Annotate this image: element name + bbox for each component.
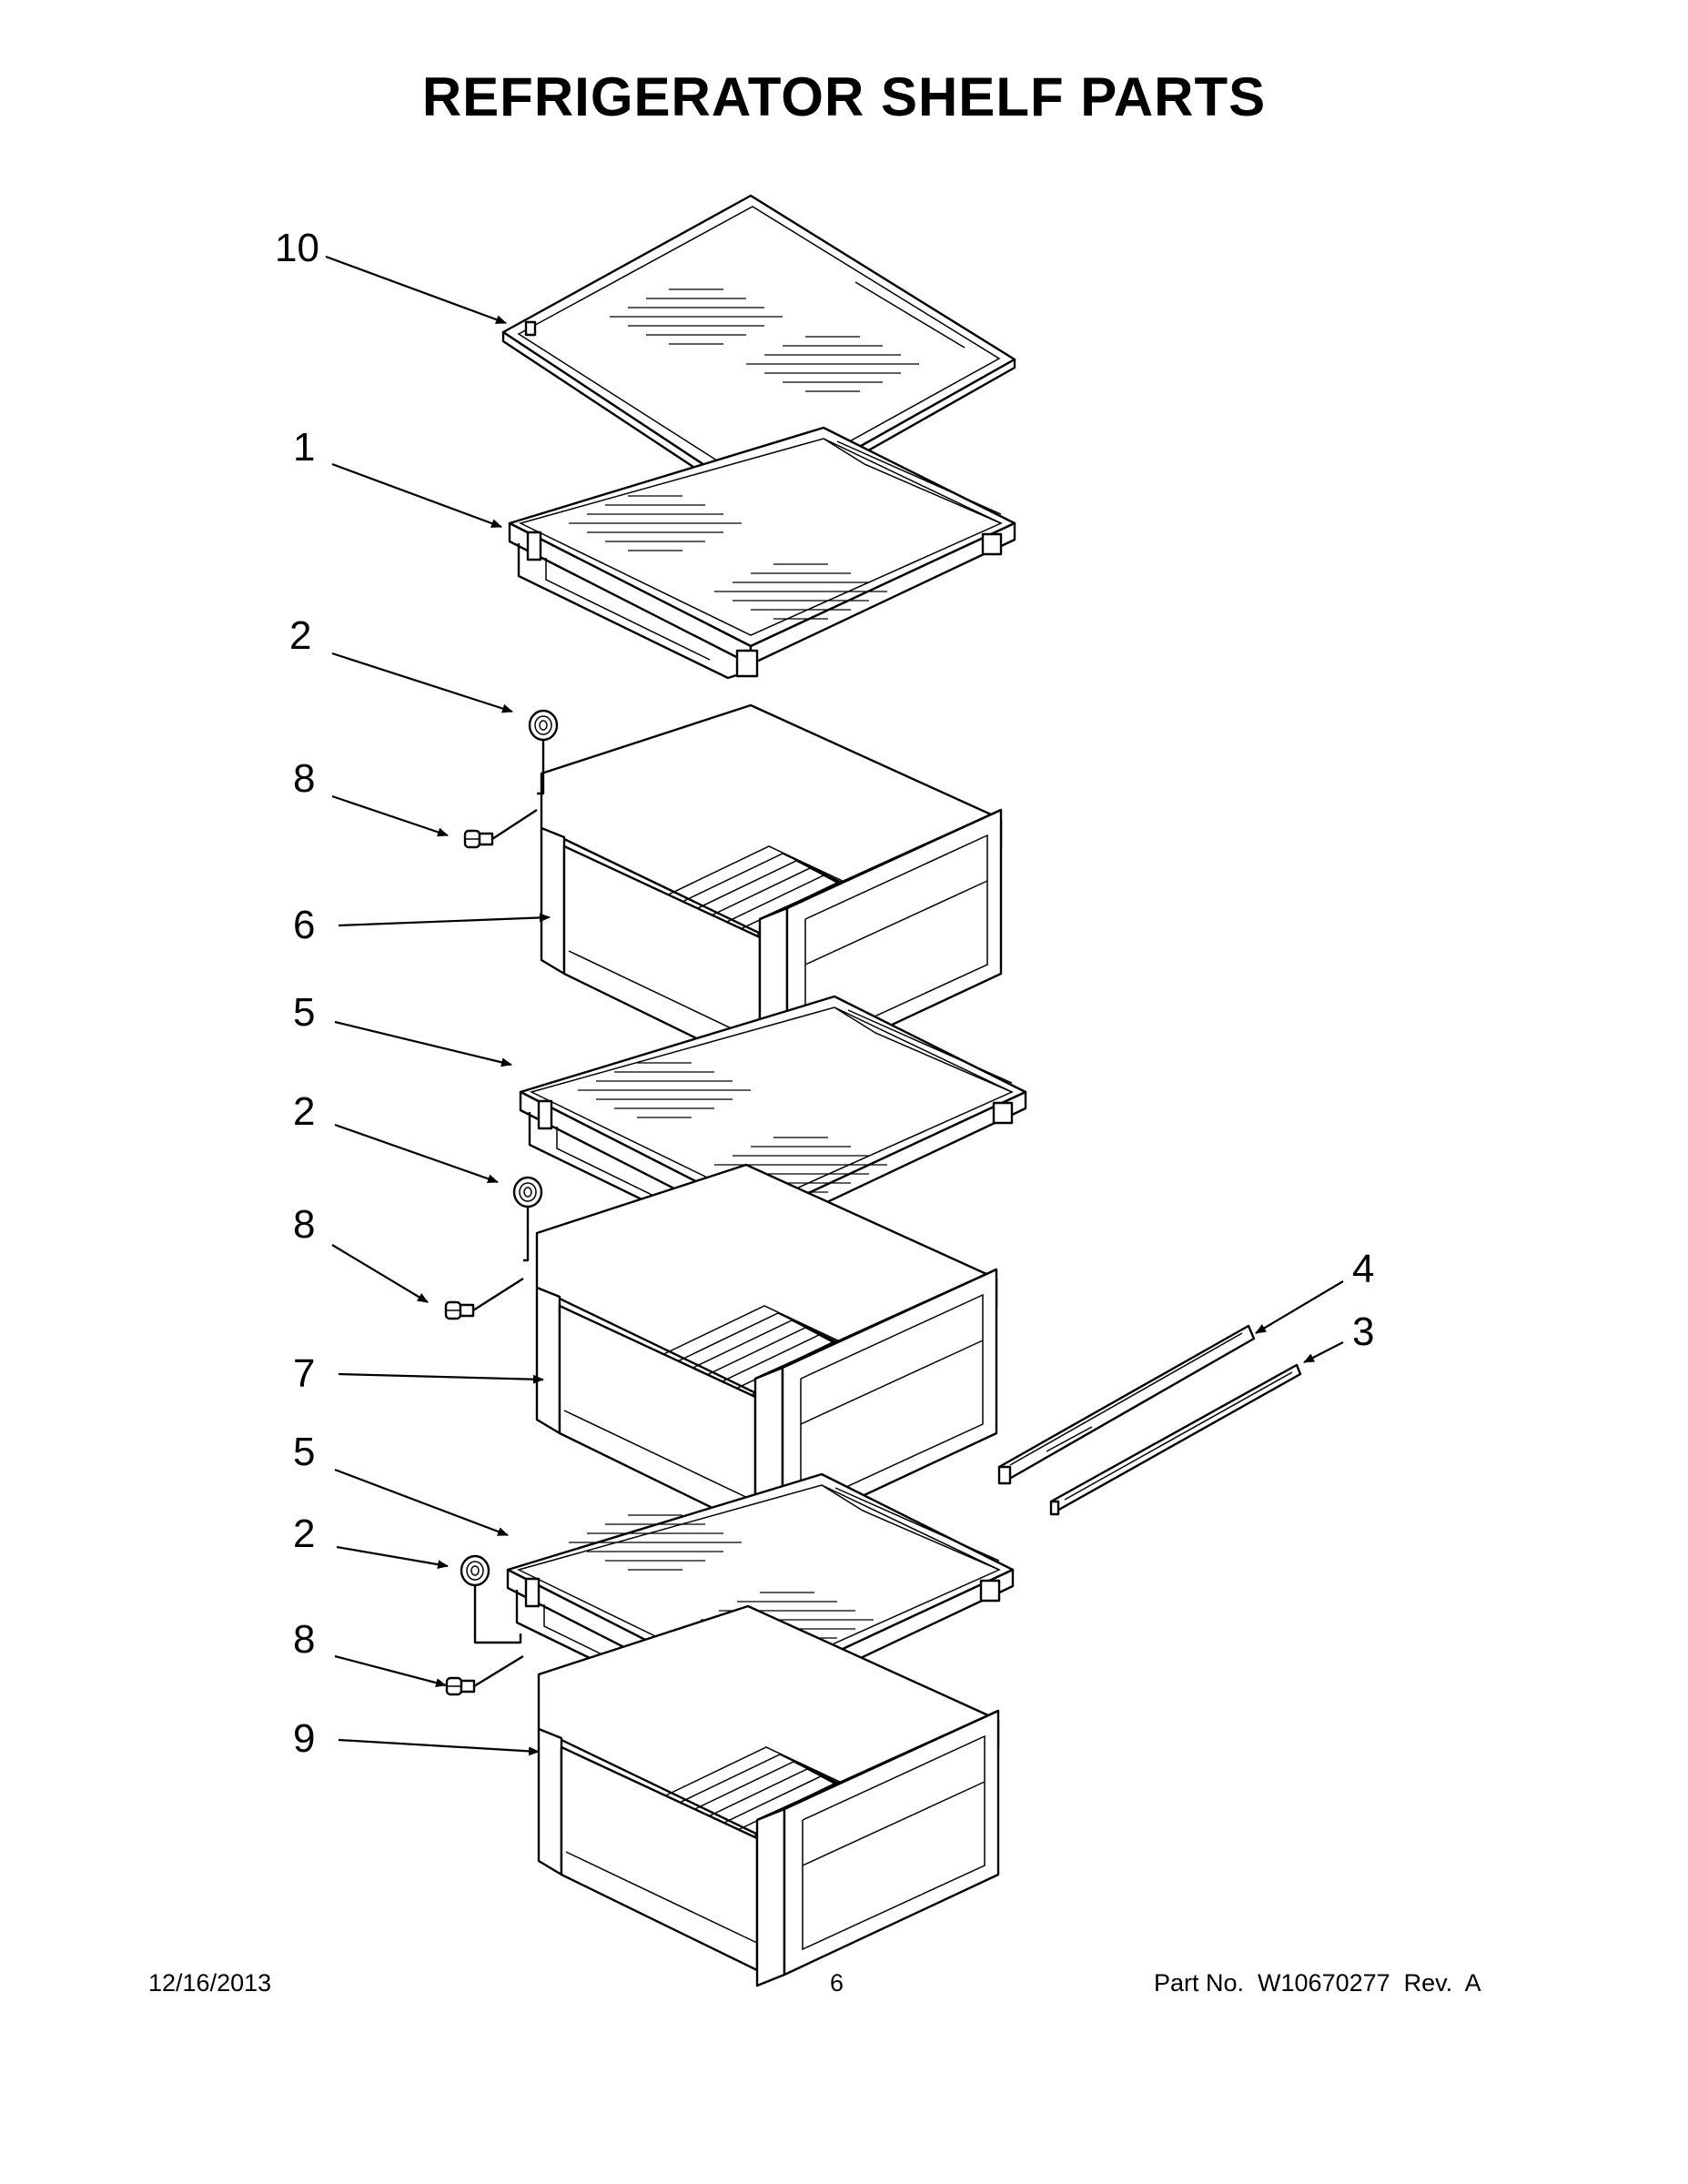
- part-2-roller: [460, 1554, 522, 1644]
- part-4-slide-rail: [997, 1324, 1256, 1485]
- footer-date: 12/16/2013: [148, 1969, 272, 1997]
- part-3-slide-rail: [1049, 1363, 1302, 1516]
- callout-8: 8: [293, 756, 315, 801]
- part-9-drawer: [537, 1604, 1000, 1987]
- part-2-roller: [512, 1176, 543, 1262]
- callout-labels: 10 1 2 8 6 5 2 8 7 5 2 8 9 4 3: [275, 226, 1374, 1761]
- leader-lines: [325, 255, 1344, 1756]
- callout-7: 7: [293, 1351, 315, 1396]
- footer-page-number: 6: [830, 1969, 844, 1997]
- part-8-clip: [445, 1654, 524, 1696]
- part-8-clip: [463, 808, 538, 849]
- callout-6: 6: [293, 903, 315, 947]
- callout-1: 1: [293, 425, 315, 470]
- callout-8: 8: [293, 1617, 315, 1662]
- callout-2: 2: [293, 1512, 315, 1556]
- part-1-shelf: [508, 426, 1016, 680]
- callout-3: 3: [1352, 1309, 1374, 1354]
- callout-5: 5: [293, 990, 315, 1035]
- callout-4: 4: [1352, 1247, 1374, 1291]
- callout-9: 9: [293, 1716, 315, 1761]
- part-8-clip: [444, 1277, 524, 1320]
- callout-10: 10: [275, 226, 319, 270]
- part-2-roller: [528, 709, 559, 795]
- footer-part-number: Part No. W10670277 Rev. A: [1154, 1969, 1481, 1997]
- page-title: REFRIGERATOR SHELF PARTS: [421, 66, 1267, 127]
- part-7-drawer: [535, 1163, 998, 1546]
- callout-8: 8: [293, 1202, 315, 1247]
- callout-2: 2: [289, 613, 311, 658]
- callout-5: 5: [293, 1430, 315, 1474]
- callout-2: 2: [293, 1089, 315, 1134]
